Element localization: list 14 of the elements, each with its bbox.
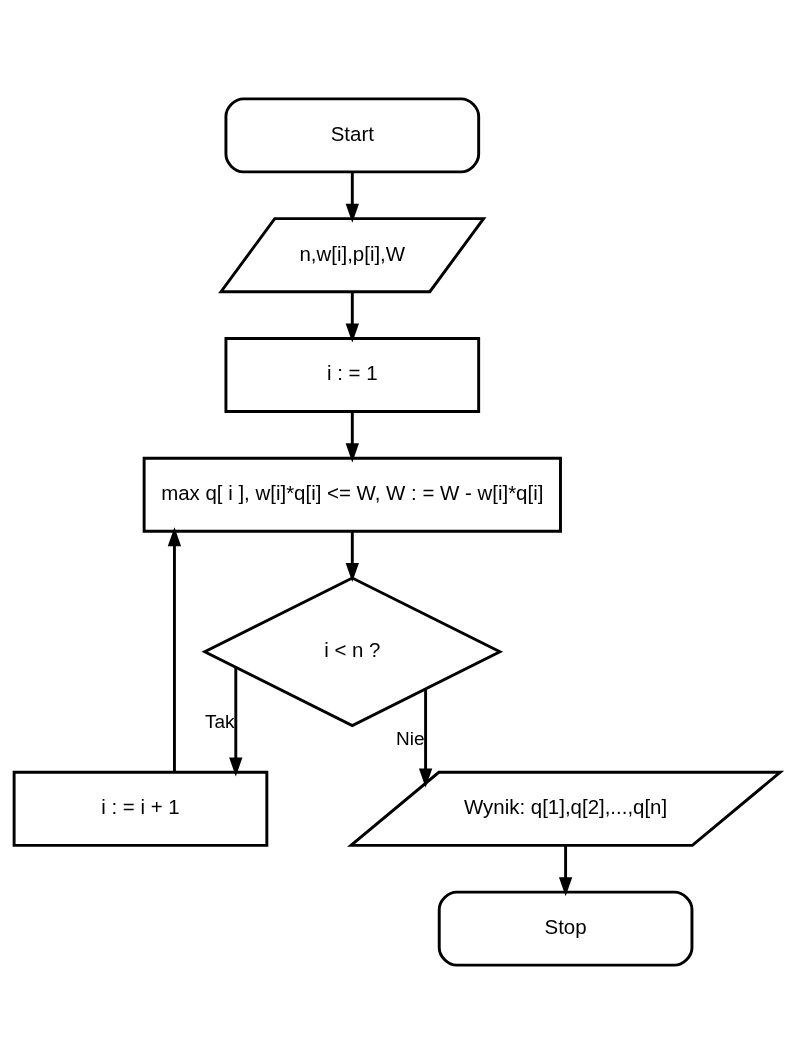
node-box: i : = 1 [224, 336, 481, 413]
arrow [345, 531, 359, 582]
arrow [418, 688, 433, 788]
arrow [345, 411, 359, 462]
node-box: Stop [437, 890, 694, 967]
arrow [345, 171, 359, 223]
arrow [558, 844, 573, 896]
edge-label: Nie [395, 727, 425, 749]
arrow [167, 526, 182, 772]
arrow [229, 666, 243, 776]
node-box: Start [224, 96, 481, 173]
arrow [345, 291, 359, 343]
node-box: i : = i + 1 [12, 770, 269, 847]
node-box: max q[ i ], w[i]*q[i] <= W, W : = W - w[i]*q[i] [142, 456, 562, 533]
